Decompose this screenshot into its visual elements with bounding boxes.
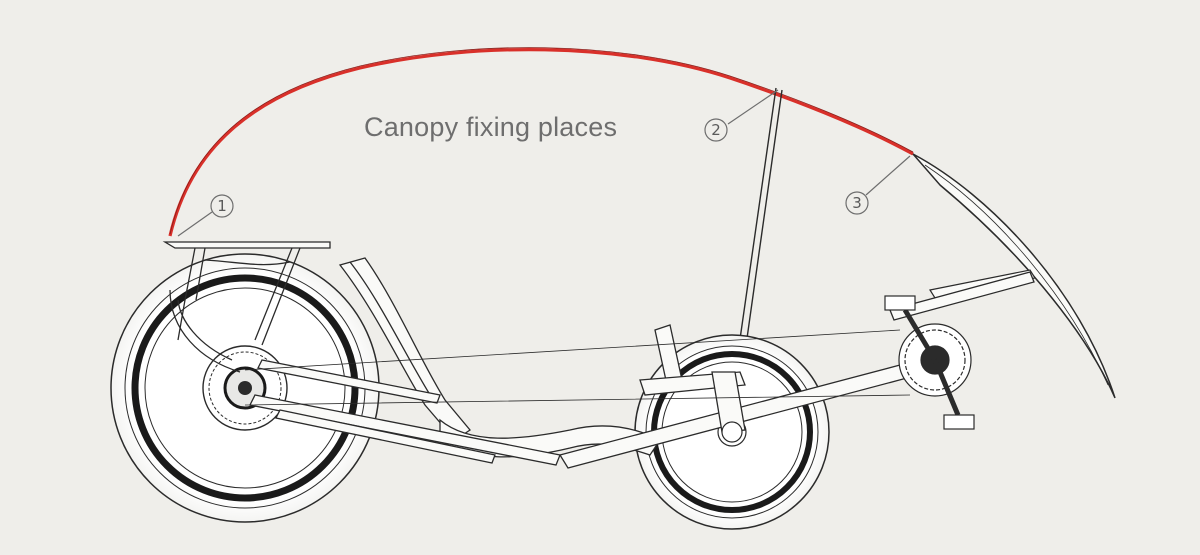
canopy <box>168 47 1116 399</box>
frame <box>249 257 1035 469</box>
callout-leaders <box>177 89 911 237</box>
svg-text:1: 1 <box>217 197 227 215</box>
canopy-arc <box>168 48 914 237</box>
svg-text:3: 3 <box>852 194 862 212</box>
callout-3: 3 <box>845 191 869 215</box>
svg-text:2: 2 <box>711 121 721 139</box>
diagram-title: Canopy fixing places <box>364 112 618 142</box>
drivetrain <box>244 295 975 443</box>
rear-wheel <box>110 253 380 523</box>
front-fairing <box>912 153 1116 399</box>
callout-2: 2 <box>704 118 728 142</box>
callout-1: 1 <box>210 194 234 218</box>
rear-rack <box>162 241 331 373</box>
